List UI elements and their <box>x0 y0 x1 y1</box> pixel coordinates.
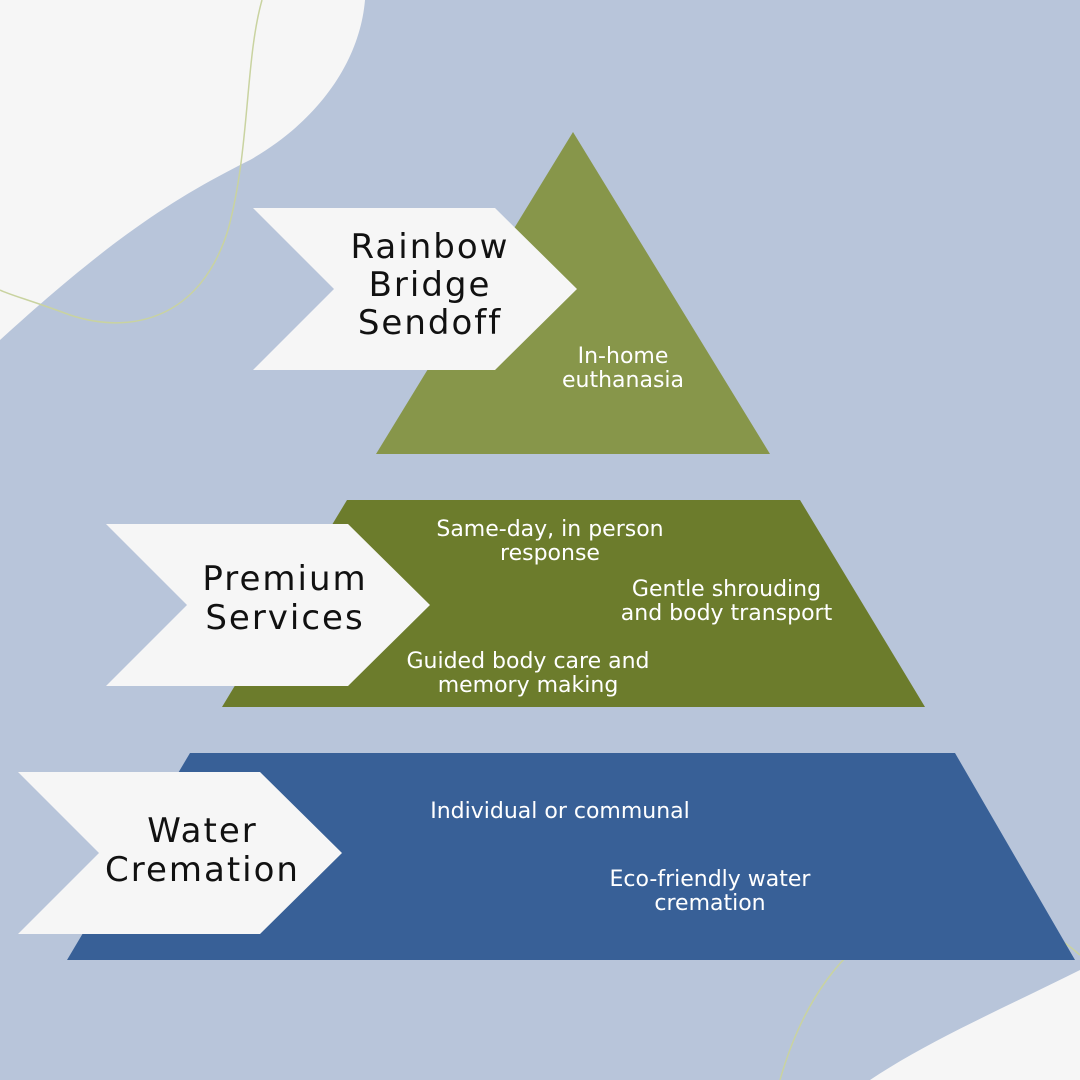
bottom-right-blob <box>870 970 1080 1080</box>
tier-bottom-label: Water Cremation <box>95 811 310 891</box>
item-line: In-home <box>577 344 669 369</box>
item-line: cremation <box>654 891 766 916</box>
item-line: response <box>500 541 600 566</box>
tier-bottom-arrow <box>18 772 342 934</box>
tier-top-label-line: Bridge <box>368 265 492 306</box>
tier-bottom-item: Eco-friendly water cremation <box>580 868 840 916</box>
item-line: Same-day, in person <box>436 517 664 542</box>
tier-bottom-item: Individual or communal <box>410 800 710 824</box>
top-left-blob <box>0 0 365 340</box>
tier-middle-label: Premium Services <box>180 559 390 639</box>
item-line: and body transport <box>620 601 833 626</box>
tier-top-label: Rainbow Bridge Sendoff <box>330 228 530 342</box>
top-left-curve <box>0 0 263 324</box>
tier-middle-item: Same-day, in person response <box>420 518 680 566</box>
tier-middle-label-line: Premium <box>202 559 368 599</box>
tier-middle-label-line: Services <box>205 598 365 639</box>
tier-middle-arrow <box>106 524 430 686</box>
tier-middle-trapezoid <box>222 500 925 707</box>
item-line: Gentle shrouding <box>631 577 822 602</box>
item-line: memory making <box>437 673 619 698</box>
tier-top-triangle <box>376 132 770 454</box>
tier-top-label-line: Rainbow <box>350 227 510 267</box>
tier-top-item: In-home euthanasia <box>543 345 703 393</box>
tier-bottom-label-line: Water <box>147 811 258 851</box>
item-line: Guided body care and <box>406 649 650 674</box>
item-line: Eco-friendly water <box>609 867 811 892</box>
item-line: euthanasia <box>561 368 684 393</box>
tier-bottom-label-line: Cremation <box>105 850 300 891</box>
tier-middle-item: Guided body care and memory making <box>388 650 668 698</box>
tier-top-label-line: Sendoff <box>357 303 503 344</box>
tier-middle-item: Gentle shrouding and body transport <box>604 578 849 626</box>
tier-top-arrow <box>253 208 577 370</box>
tier-bottom-trapezoid <box>67 753 1075 960</box>
item-line: Individual or communal <box>430 799 690 824</box>
